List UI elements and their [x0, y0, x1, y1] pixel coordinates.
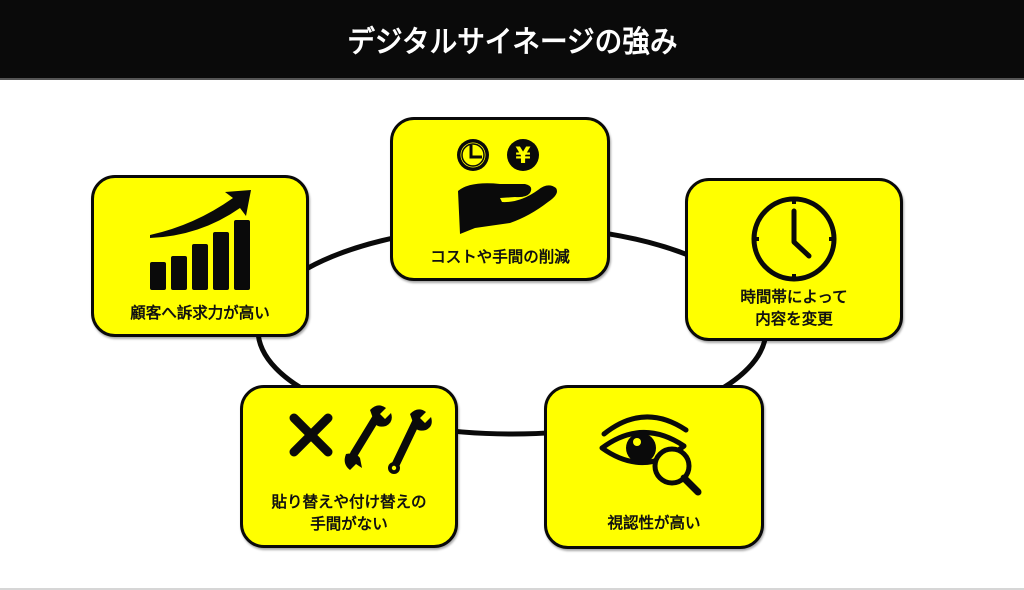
eye-magnifier-icon	[599, 414, 702, 496]
rising-bar-chart-icon	[150, 190, 251, 290]
strength-label-appeal: 顧客へ訴求力が高い	[130, 304, 270, 322]
hand-holding-clock-and-yen-icon: ¥	[457, 139, 557, 234]
cross-icon	[289, 413, 333, 457]
page-title: デジタルサイネージの強み	[346, 25, 678, 60]
strength-label-visibility: 視認性が高い	[607, 514, 701, 532]
strength-label-time-line1: 時間帯によって	[740, 288, 848, 306]
strength-label-no-replacement-line2: 手間がない	[310, 515, 388, 533]
wrench-icon	[388, 409, 432, 474]
strength-card-time: 時間帯によって 内容を変更	[685, 178, 903, 341]
title-bar: デジタルサイネージの強み	[0, 0, 1024, 80]
strength-label-time: 時間帯によって 内容を変更	[688, 286, 900, 330]
strength-card-cost: ¥ コストや手間の削減	[390, 117, 610, 281]
svg-text:¥: ¥	[515, 144, 531, 169]
strength-card-visibility: 視認性が高い	[544, 385, 764, 549]
clock-icon	[751, 196, 837, 282]
footer-divider	[0, 588, 1024, 590]
strength-label-no-replacement-line1: 貼り替えや付け替えの	[271, 493, 427, 511]
wrench-icon	[344, 405, 392, 470]
strength-label-no-replacement: 貼り替えや付け替えの 手間がない	[243, 491, 455, 535]
strength-card-appeal: 顧客へ訴求力が高い	[91, 175, 309, 337]
no-wrench-icon	[289, 405, 432, 474]
strength-card-no-replacement: 貼り替えや付け替えの 手間がない	[240, 385, 458, 548]
strength-label-cost: コストや手間の削減	[430, 248, 570, 266]
strength-label-time-line2: 内容を変更	[755, 310, 833, 328]
